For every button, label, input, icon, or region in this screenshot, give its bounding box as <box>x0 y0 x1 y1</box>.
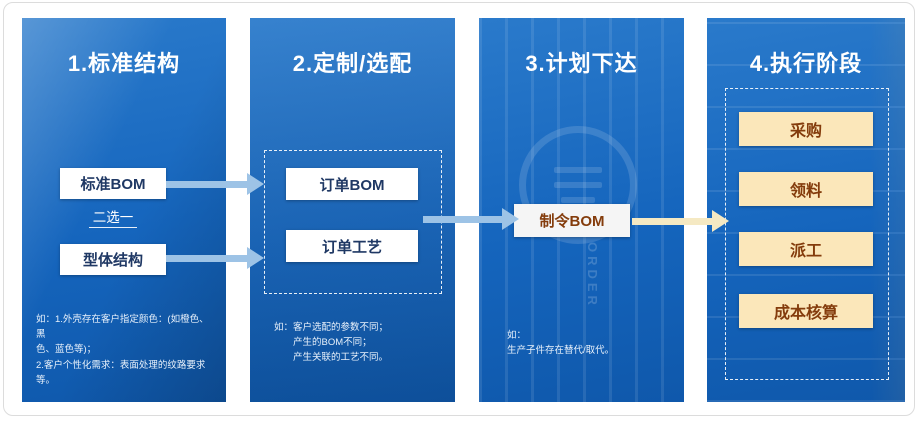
model-structure-box: 型体结构 <box>60 244 166 275</box>
stage-3-note: 如： 生产子件存在替代/取代。 <box>507 330 615 357</box>
stage-plan-release: 3.计划下达 ORDER 制令BOM 如： 生产子件存在替代/取代。 <box>479 18 684 402</box>
arrow-head <box>502 208 519 230</box>
arrow-shaft <box>166 254 247 262</box>
choice-label: 二选一 <box>88 210 138 228</box>
purchase-box: 采购 <box>739 112 873 146</box>
order-process-box: 订单工艺 <box>286 230 418 262</box>
cost-accounting-box: 成本核算 <box>739 294 873 328</box>
dispatch-box: 派工 <box>739 232 873 266</box>
choice-label-wrap: 二选一 <box>60 206 166 228</box>
stage-execution: 4.执行阶段 采购 领料 派工 成本核算 <box>707 18 905 402</box>
stage-1-title: 1.标准结构 <box>67 51 181 76</box>
order-bom-box: 订单BOM <box>286 168 418 200</box>
arrow-standard-bom-to-stage2-icon <box>166 173 264 195</box>
arrow-shaft <box>423 215 502 223</box>
watermark-line <box>561 197 595 203</box>
material-issue-box: 领料 <box>739 172 873 206</box>
work-order-bom-box: 制令BOM <box>514 204 630 237</box>
arrow-stage3-to-stage4-icon <box>632 210 729 232</box>
stage-3-title: 3.计划下达 <box>525 51 638 76</box>
stage-2-title: 2.定制/选配 <box>292 51 413 76</box>
arrow-model-structure-to-stage2-icon <box>166 247 264 269</box>
arrow-shaft <box>632 217 712 225</box>
arrow-head <box>247 247 264 269</box>
arrow-head <box>247 173 264 195</box>
arrow-stage2-to-stage3-icon <box>423 208 519 230</box>
watermark-line <box>554 167 602 173</box>
arrow-shaft <box>166 180 247 188</box>
stage-4-dashed-group <box>725 88 889 380</box>
stage-1-note: 如：1.外壳存在客户指定颜色：(如橙色、黑 色、蓝色等)； 2.客户个性化需求：… <box>36 314 209 386</box>
arrow-head <box>712 210 729 232</box>
slide-frame <box>3 2 915 416</box>
stage-4-title: 4.执行阶段 <box>749 51 863 76</box>
standard-bom-box: 标准BOM <box>60 168 166 199</box>
watermark-line <box>554 182 602 188</box>
stage-customization: 2.定制/选配 订单BOM 订单工艺 如：客户选配的参数不同； 产生的BOM不同… <box>250 18 455 402</box>
order-watermark-text: ORDER <box>585 242 600 309</box>
stage-2-note: 如：客户选配的参数不同； 产生的BOM不同； 产生关联的工艺不同。 <box>274 322 389 364</box>
stage-standard-structure: 1.标准结构 标准BOM 二选一 型体结构 如：1.外壳存在客户指定颜色：(如橙… <box>22 18 226 402</box>
document-circle-icon <box>519 126 637 244</box>
